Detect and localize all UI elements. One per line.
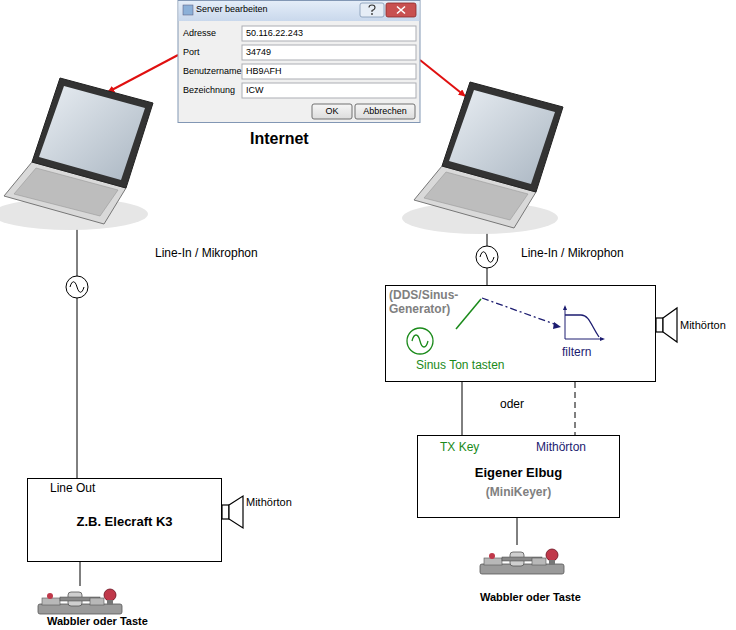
- filter-arrowhead: [553, 322, 561, 329]
- filter-path-line: [482, 298, 557, 325]
- sine-wave: [412, 335, 428, 347]
- network-label: Internet: [250, 130, 309, 148]
- connector-line: [108, 55, 178, 92]
- connector-line: [462, 382, 463, 435]
- node-text: (DDS/Sinus-Generator): [389, 289, 484, 317]
- node-text: Line Out: [50, 482, 95, 496]
- node-text: Eigener Elbug: [418, 466, 619, 481]
- node-text: Mithörton: [536, 441, 586, 455]
- morse-key: Wabbler oder Taste: [35, 586, 175, 628]
- node-text: Wabbler oder Taste: [480, 591, 581, 604]
- node-text: Sinus Ton tasten: [416, 359, 505, 373]
- node-text: TX Key: [440, 441, 479, 455]
- node-text: Wabbler oder Taste: [47, 615, 148, 628]
- key-switch-line: [456, 299, 481, 329]
- field-value: ICW: [246, 85, 264, 95]
- filter-axis-head: [563, 305, 567, 310]
- speaker-label: Mithörton: [680, 319, 726, 332]
- node-text: filtern: [562, 346, 591, 360]
- laptop: Line-In / Mikrophon: [415, 96, 565, 229]
- morse-key: Wabbler oder Taste: [478, 545, 618, 605]
- connector-line: [575, 382, 576, 435]
- filter-axis: [565, 338, 603, 339]
- node-text: Server bearbeiten: [196, 4, 268, 14]
- field-label: Bezeichnung: [183, 85, 235, 95]
- field-value: 50.116.22.243: [246, 28, 303, 38]
- node-text: Line-In / Mikrophon: [521, 247, 624, 261]
- speaker-symbol: [222, 496, 243, 528]
- connector-line: [77, 225, 78, 478]
- field-label: Adresse: [183, 28, 216, 38]
- filter-curve: [565, 315, 599, 337]
- speaker-symbol: [656, 308, 677, 342]
- dialog-window: Server bearbeiten: [178, 0, 420, 122]
- alternative-label: oder: [500, 398, 524, 412]
- laptop: Line-In / Mikrophon: [5, 92, 155, 225]
- field-label: Benutzername: [183, 66, 242, 76]
- node-text: Z.B. Elecraft K3: [28, 515, 221, 530]
- speaker-label: Mithörton: [246, 496, 292, 509]
- node-text: (MiniKeyer): [418, 486, 619, 500]
- dialog-window: [178, 1, 420, 123]
- node-text: Line-In / Mikrophon: [155, 247, 258, 261]
- button-label: Abbrechen: [355, 106, 415, 116]
- keyer-box: TX Key MithörtonEigener Elbug (MiniKeyer): [417, 435, 620, 518]
- generator-box: (DDS/Sinus-Generator) Sinus Ton tasten fil…: [385, 285, 656, 382]
- connector-line: [420, 60, 465, 96]
- filter-axis-head: [600, 337, 605, 341]
- field-value: HB9AFH: [246, 66, 282, 76]
- connector-line: [517, 518, 518, 545]
- sine-source-symbol: [407, 328, 433, 354]
- field-label: Port: [183, 47, 200, 57]
- field-value: 34749: [246, 47, 271, 57]
- connector-line: [80, 562, 81, 586]
- filter-axis: [564, 307, 565, 339]
- transceiver-box: Line OutZ.B. Elecraft K3: [27, 478, 222, 562]
- button-label: OK: [312, 106, 352, 116]
